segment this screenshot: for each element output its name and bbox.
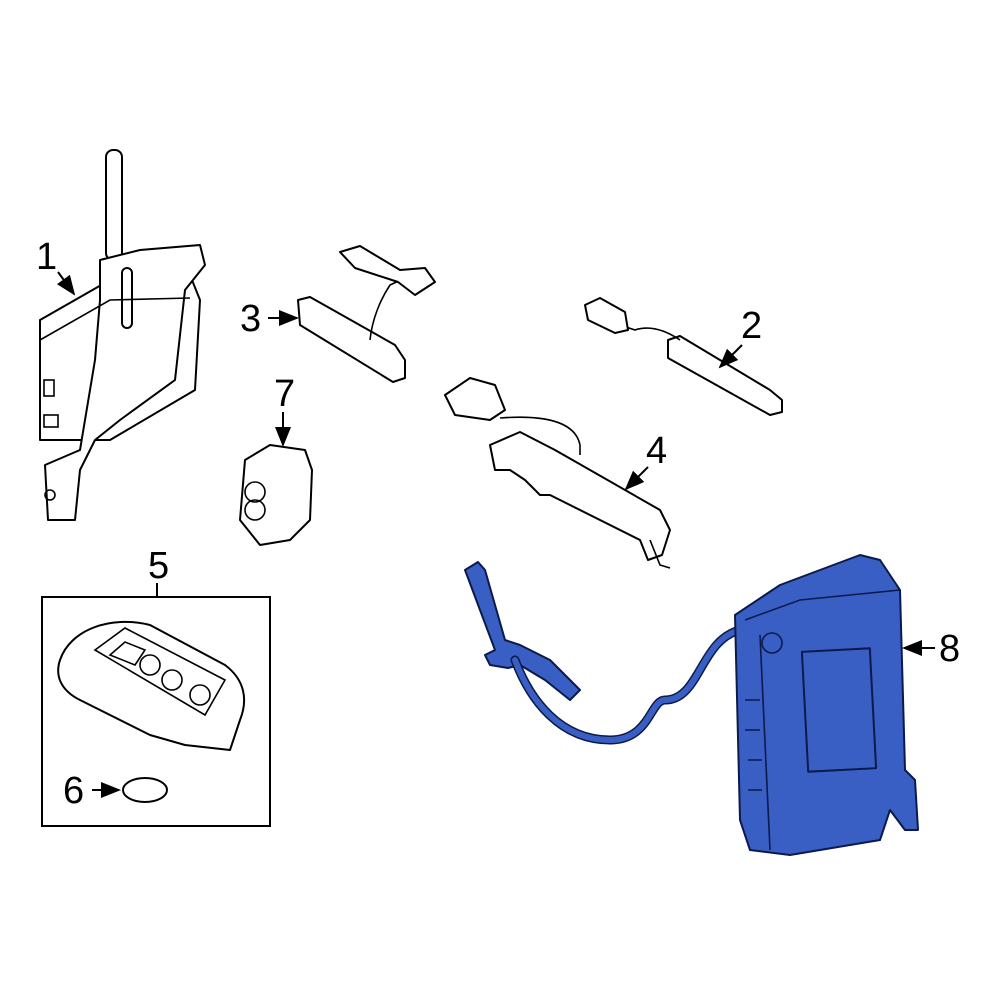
callout-3: 3 — [240, 298, 262, 340]
part-4-antenna[interactable] — [444, 377, 671, 569]
part-6-battery[interactable] — [122, 777, 168, 803]
callout-arrows — [56, 271, 935, 798]
part-2-antenna[interactable] — [584, 297, 783, 416]
arrow-2 — [718, 344, 743, 369]
arrow-4 — [624, 466, 649, 491]
arrow-1 — [56, 271, 76, 296]
part-1-antenna-module[interactable] — [39, 149, 206, 521]
callout-1: 1 — [36, 236, 58, 278]
part-3-antenna[interactable] — [297, 245, 436, 383]
callout-5: 5 — [148, 545, 170, 587]
part-5-key-fob[interactable] — [57, 620, 246, 751]
callout-4: 4 — [646, 430, 668, 472]
part-8-smart-key-module[interactable] — [464, 554, 919, 856]
callout-7: 7 — [274, 373, 296, 415]
part-7-sensor[interactable] — [239, 444, 313, 546]
callout-8: 8 — [939, 628, 961, 670]
callout-2: 2 — [741, 305, 763, 347]
callout-6: 6 — [63, 770, 85, 812]
